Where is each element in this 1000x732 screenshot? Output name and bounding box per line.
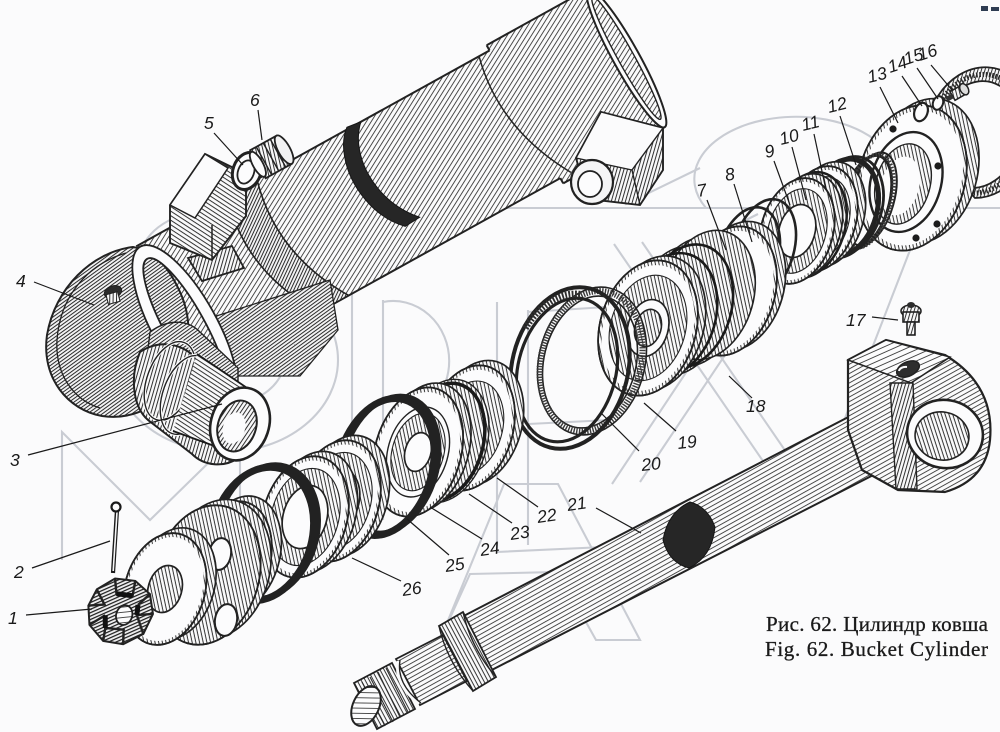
svg-text:13: 13	[865, 63, 889, 87]
svg-text:8: 8	[723, 164, 736, 185]
svg-text:10: 10	[777, 125, 801, 149]
svg-text:20: 20	[639, 453, 662, 475]
svg-text:6: 6	[250, 90, 260, 110]
svg-text:21: 21	[565, 492, 588, 515]
svg-text:26: 26	[400, 577, 423, 600]
svg-text:11: 11	[799, 111, 821, 135]
svg-text:22: 22	[535, 504, 558, 527]
svg-text:19: 19	[676, 431, 698, 453]
svg-text:25: 25	[443, 553, 466, 576]
svg-text:18: 18	[746, 396, 766, 416]
svg-text:24: 24	[478, 537, 501, 560]
svg-text:17: 17	[846, 310, 867, 330]
svg-text:Fig. 62. Bucket Cylinder: Fig. 62. Bucket Cylinder	[765, 637, 988, 661]
svg-text:9: 9	[763, 140, 777, 162]
svg-text:4: 4	[16, 271, 26, 291]
svg-text:1: 1	[8, 608, 18, 628]
svg-text:Рис. 62. Цилиндр ковша: Рис. 62. Цилиндр ковша	[766, 612, 989, 636]
svg-text:2: 2	[13, 562, 24, 582]
svg-text:12: 12	[825, 93, 849, 117]
svg-text:23: 23	[508, 521, 531, 544]
svg-text:5: 5	[204, 113, 214, 133]
svg-text:3: 3	[10, 450, 20, 470]
